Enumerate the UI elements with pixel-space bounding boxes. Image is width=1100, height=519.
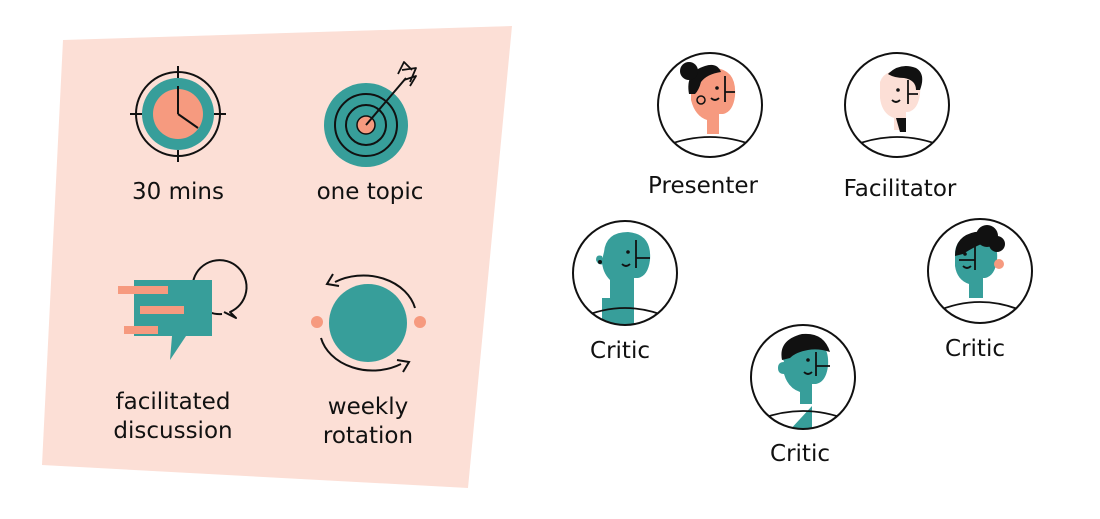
role-label-critic-right: Critic: [945, 336, 1005, 362]
clock-icon: [130, 66, 226, 162]
rotation-cycle-icon: [311, 273, 426, 373]
critic-avatar-icon: [572, 220, 678, 326]
target-arrow-icon: [324, 61, 417, 167]
feature-label-rotation: weekly rotation: [322, 394, 414, 449]
critic-avatar-icon: [927, 218, 1033, 324]
chat-bubbles-icon: [118, 259, 248, 360]
role-label-critic-bottom: Critic: [770, 441, 830, 467]
role-label-presenter: Presenter: [648, 173, 758, 199]
feature-label-topic: one topic: [316, 179, 424, 205]
facilitator-avatar-icon: [844, 52, 950, 158]
feature-label-duration: 30 mins: [132, 179, 224, 205]
role-label-facilitator: Facilitator: [843, 176, 957, 202]
feature-label-discussion: facilitated discussion: [113, 389, 233, 444]
role-label-critic-left: Critic: [590, 338, 650, 364]
critic-avatar-icon: [750, 324, 856, 430]
presenter-avatar-icon: [657, 52, 763, 158]
